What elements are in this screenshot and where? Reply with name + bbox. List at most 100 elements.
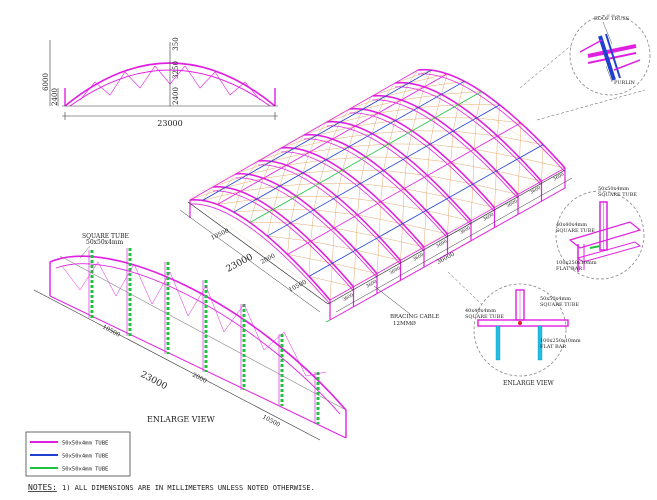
bracing-line	[425, 175, 428, 211]
enlarge-posts	[88, 248, 320, 424]
bracing-line	[308, 241, 312, 277]
roof-frame-chord	[326, 125, 472, 226]
bracing-line	[353, 250, 357, 287]
bracing-line	[355, 214, 358, 251]
span-10500: 10500	[210, 227, 230, 241]
roof-truss-label: ROOF TRUSS	[594, 16, 630, 22]
bracing-line	[365, 133, 373, 158]
purlin-label: PURLIN	[614, 80, 636, 86]
wall-stud	[325, 319, 331, 323]
bracing-cable-title: BRACING CABLE	[390, 314, 439, 320]
enlarge-square-tube-title: SQUARE TUBE	[82, 233, 129, 240]
bracing-line	[541, 144, 544, 182]
top-elevation: 23000 6000 2400 350 3250 2400	[42, 37, 278, 128]
bay-label: 3600	[506, 198, 519, 209]
roof-frame-chord	[417, 73, 566, 173]
legend-label: 50x50x4mm TUBE	[62, 467, 108, 473]
bay-label: 3600	[412, 252, 425, 263]
notes-text: 1) ALL DIMENSIONS ARE IN MILLIMETERS UNL…	[62, 484, 315, 492]
dim-3250: 3250	[172, 61, 180, 79]
purlin-line	[329, 167, 566, 301]
foot-detail: 40x40x4mm SQUARE TUBE 50x50x4mm SQUARE T…	[465, 283, 581, 387]
base-flat-bar: FLAT BAR	[556, 266, 582, 272]
bracing-line	[519, 122, 521, 158]
foot-tube-50x50: 50x50x4mm	[540, 296, 571, 302]
roof-frame-chord	[372, 99, 519, 199]
purlin-line	[217, 73, 448, 205]
bay-label: 3600	[435, 238, 448, 249]
roof-frame-chord	[349, 112, 495, 212]
bracing-line	[271, 147, 282, 162]
bracing-line	[333, 196, 338, 229]
bracing-line	[450, 131, 454, 163]
purlin-line	[189, 69, 419, 201]
enlarge-dim-23000: 23000	[139, 370, 169, 392]
roof-frame-chord	[258, 164, 401, 265]
bracing-line	[423, 210, 427, 248]
bracing-line	[388, 120, 396, 144]
bracing-line	[408, 69, 419, 84]
bracing-line	[458, 81, 465, 105]
bracing-line	[316, 121, 327, 136]
dim-2400-left: 2400	[51, 88, 59, 106]
enlarge-square-tube-size: 50x50x4mm	[86, 239, 124, 246]
bracing-line	[225, 173, 236, 188]
bracing-line	[424, 70, 432, 88]
foot-enlarge-caption: ENLARGE VIEW	[503, 380, 555, 387]
purlin-line	[233, 80, 465, 213]
bay-label: 3600	[529, 185, 542, 196]
bracing-line	[473, 117, 477, 150]
bracing-line	[400, 223, 403, 261]
foot-square-tube-a: SQUARE TUBE	[465, 314, 504, 320]
enlarge-dim-2000: 2000	[191, 372, 208, 385]
purlin-line	[249, 91, 482, 223]
bracing-line	[395, 99, 402, 121]
bracing-line	[279, 165, 287, 186]
bay-label: 3600	[342, 292, 355, 303]
bracing-line	[202, 186, 213, 201]
dim-2400-center: 2400	[172, 87, 180, 105]
bracing-line	[240, 174, 249, 192]
bay-label: 3600	[552, 171, 565, 182]
roof-frame-chord	[303, 138, 448, 239]
legend-label: 50x50x4mm TUBE	[62, 441, 108, 447]
foot-flat-bar-size: 100x250x10mm	[540, 338, 581, 344]
dim-6000: 6000	[42, 73, 50, 91]
span-10500-b: 10500	[288, 279, 308, 294]
bracing-line	[302, 152, 310, 173]
bracing-line	[378, 96, 386, 114]
roof-frame-arch	[258, 160, 402, 261]
base-square-tube-b: SQUARE TUBE	[556, 228, 595, 234]
enlarge-arch-top	[49, 255, 347, 411]
notes: NOTES: 1) ALL DIMENSIONS ARE IN MILLIMET…	[28, 483, 315, 492]
bracing-line	[355, 109, 363, 127]
legend-label: 50x50x4mm TUBE	[62, 454, 108, 460]
bay-label: 3600	[482, 212, 495, 223]
roof-frame-chord	[212, 190, 354, 292]
bracing-line	[248, 160, 259, 175]
longitudinal-members	[189, 69, 566, 323]
purlin-line	[287, 122, 521, 255]
bracing-line	[427, 144, 431, 176]
bracing-line	[233, 191, 241, 213]
bracing-line	[286, 148, 295, 166]
bracing-line	[357, 183, 361, 215]
purlin-line	[308, 144, 544, 277]
roof-frame-arch	[189, 199, 331, 301]
front-base-rail	[329, 187, 566, 321]
bracing-line	[376, 236, 380, 274]
bracing-line	[378, 201, 382, 237]
base-tube-40x40: 40x40x4mm	[556, 222, 587, 228]
bracing-line	[402, 188, 405, 224]
dim-23000: 23000	[157, 119, 182, 128]
base-connection-detail: 50x50x4mm SQUARE TUBE 40x40x4mm SQUARE T…	[555, 186, 645, 280]
bracing-line	[217, 187, 226, 205]
bracing-line	[380, 170, 384, 202]
foot-square-tube-b: SQUARE TUBE	[540, 302, 579, 308]
span-23000: 23000	[225, 252, 255, 274]
bracing-line	[401, 83, 409, 101]
roof-frame-chord	[395, 86, 542, 186]
bracing-line	[362, 95, 373, 110]
